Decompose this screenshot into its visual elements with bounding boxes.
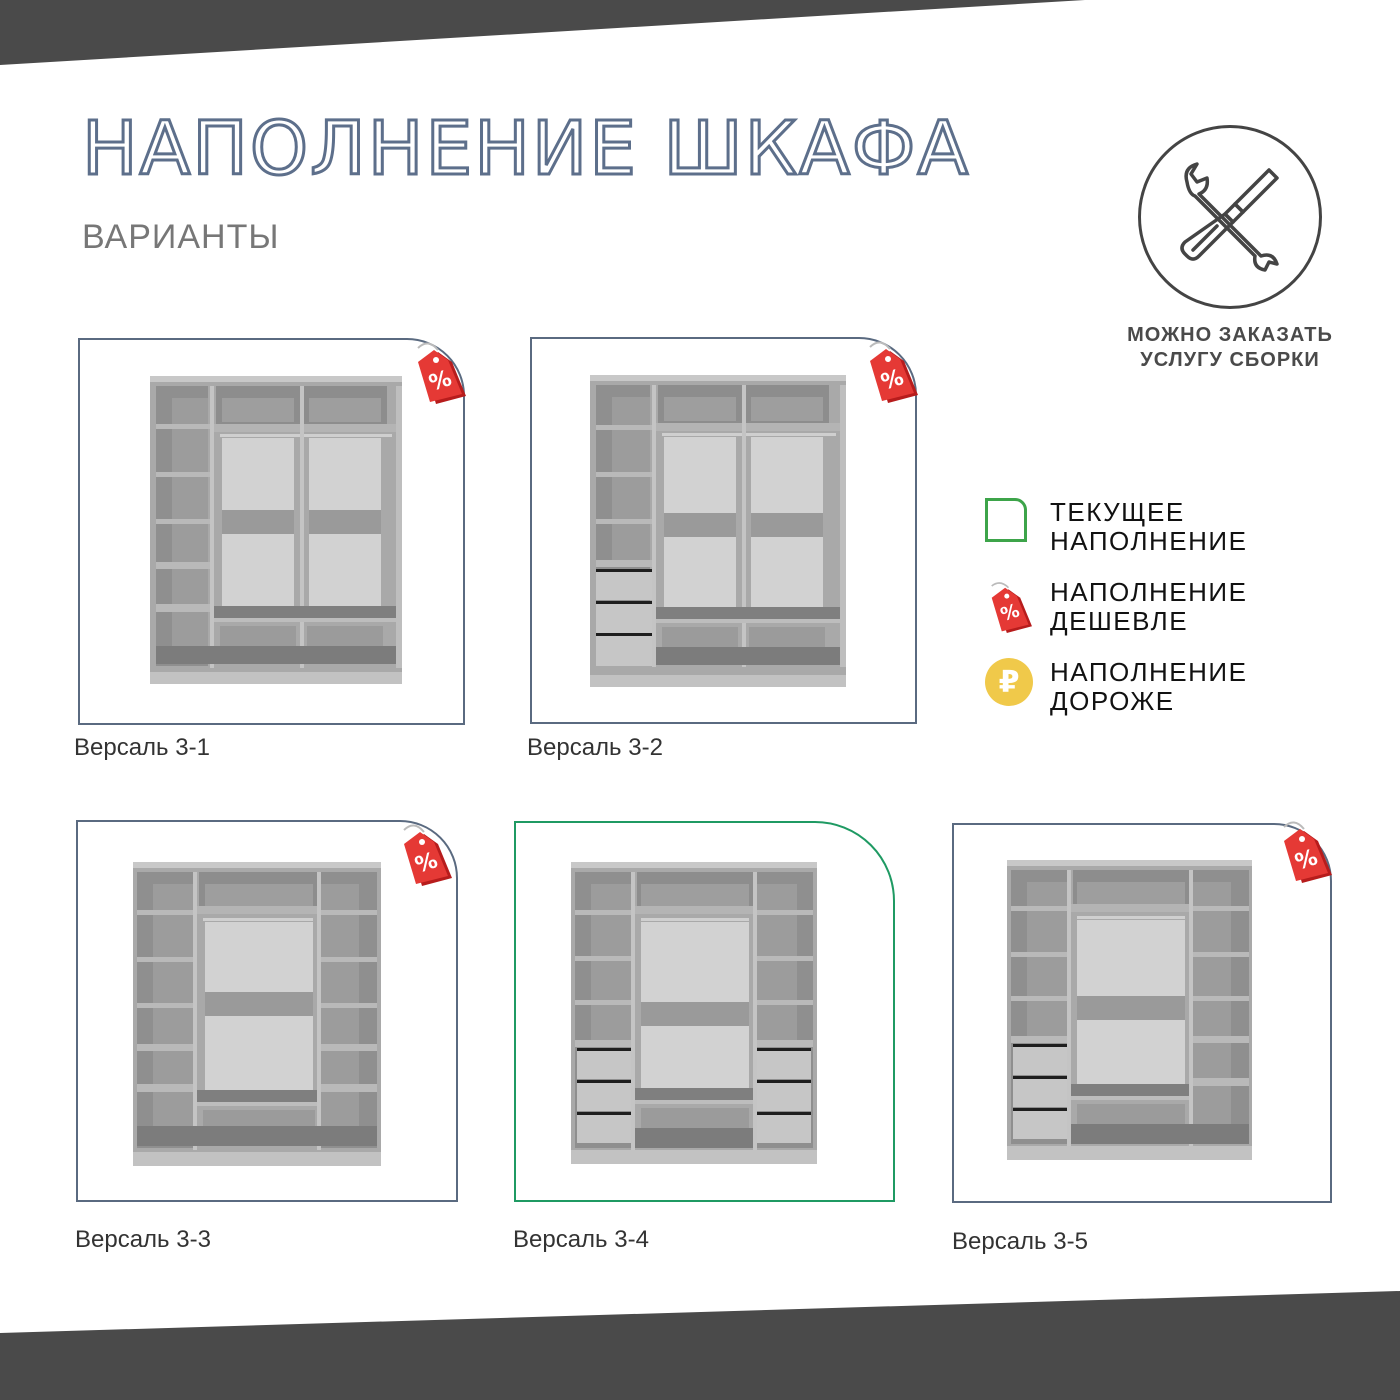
discount-tag-icon <box>408 340 470 406</box>
discount-tag-icon <box>394 822 456 888</box>
assembly-service-block: МОЖНО ЗАКАЗАТЬ УСЛУГУ СБОРКИ <box>1110 125 1350 373</box>
legend-item-pricier: ₽ НАПОЛНЕНИЕ ДОРОЖЕ <box>985 658 1247 716</box>
wardrobe-image <box>571 862 817 1164</box>
legend-label: ТЕКУЩЕЕ <box>1050 497 1185 527</box>
legend-label: ДОРОЖЕ <box>1050 686 1175 716</box>
ruble-coin-icon: ₽ <box>985 658 1033 706</box>
legend-item-current: ТЕКУЩЕЕ НАПОЛНЕНИЕ <box>985 498 1247 556</box>
legend: ТЕКУЩЕЕ НАПОЛНЕНИЕ % НАПОЛНЕНИЕ ДЕШЕВЛЕ … <box>985 498 1247 738</box>
page-subtitle: ВАРИАНТЫ <box>82 218 280 256</box>
assembly-text-line1: МОЖНО ЗАКАЗАТЬ <box>1127 324 1333 346</box>
variant-label: Версаль 3-5 <box>952 1228 1088 1255</box>
legend-label: ДЕШЕВЛЕ <box>1050 606 1189 636</box>
wardrobe-image <box>150 376 402 684</box>
variant-label: Версаль 3-2 <box>527 734 663 761</box>
assembly-circle <box>1138 125 1322 309</box>
variant-label: Версаль 3-4 <box>513 1226 649 1253</box>
assembly-text: МОЖНО ЗАКАЗАТЬ УСЛУГУ СБОРКИ <box>1110 323 1350 373</box>
discount-tag-icon: % <box>991 582 1032 633</box>
variant-label: Версаль 3-3 <box>75 1226 211 1253</box>
wardrobe-image <box>590 375 846 687</box>
wrench-screwdriver-icon <box>1180 162 1279 272</box>
green-frame-icon <box>985 498 1027 542</box>
page-title: НАПОЛНЕНИЕ ШКАФА <box>80 106 971 192</box>
discount-tag-icon <box>1274 819 1336 885</box>
legend-label: НАПОЛНЕНИЕ <box>1050 657 1248 687</box>
top-banner <box>0 0 1085 65</box>
bottom-banner <box>0 1291 1400 1400</box>
wardrobe-image <box>1007 860 1252 1160</box>
variant-label: Версаль 3-1 <box>74 734 210 761</box>
legend-item-cheaper: % НАПОЛНЕНИЕ ДЕШЕВЛЕ <box>985 578 1247 636</box>
assembly-text-line2: УСЛУГУ СБОРКИ <box>1140 349 1320 371</box>
wardrobe-image <box>133 862 381 1166</box>
discount-tag-icon <box>860 339 922 405</box>
legend-label: НАПОЛНЕНИЕ <box>1050 577 1248 607</box>
legend-label: НАПОЛНЕНИЕ <box>1050 526 1248 556</box>
